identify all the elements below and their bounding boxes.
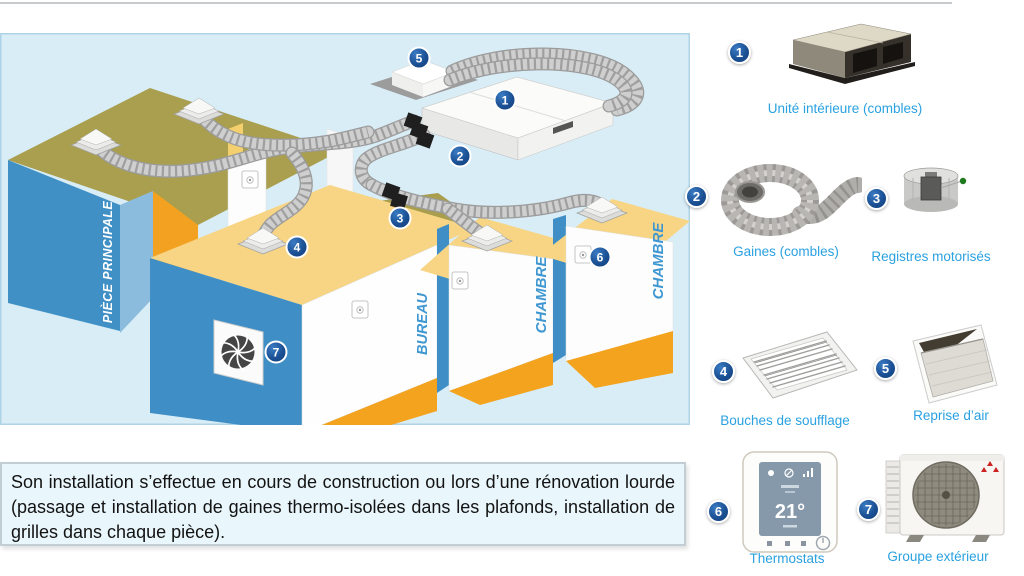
duct-to-vent-b <box>192 107 375 152</box>
duct-collars <box>381 112 435 210</box>
indoor-unit-icon <box>765 18 923 103</box>
legend-badge-6: 6 <box>707 500 730 523</box>
diagram-badge-5: 5 <box>407 46 431 70</box>
legend-label-7: Groupe extérieur <box>887 549 989 564</box>
thermostat-icon: 21° <box>737 448 843 563</box>
supply-grille-icon <box>735 326 865 415</box>
legend-label-1: Unité intérieure (combles) <box>767 101 923 116</box>
flexible-duct-icon <box>712 152 866 245</box>
room-chambre-1 <box>420 217 585 405</box>
legend-badge-7: 7 <box>857 498 880 521</box>
brand-logo-icon <box>981 461 999 472</box>
svg-text:2: 2 <box>457 150 464 164</box>
top-divider <box>0 2 952 4</box>
installation-diagram-svg: PIÈCE PRINCIPALE BUREAU CHAMBRE CHAMBRE … <box>0 33 690 434</box>
wall-thermostat <box>241 170 259 189</box>
legend-label-4: Bouches de soufflage <box>720 413 850 428</box>
svg-text:6: 6 <box>597 251 604 265</box>
legend-badge-1: 1 <box>728 41 751 64</box>
svg-text:3: 3 <box>397 212 404 226</box>
room-label-bureau: BUREAU <box>415 292 431 355</box>
wall-thermostat <box>451 271 469 290</box>
installation-diagram: PIÈCE PRINCIPALE BUREAU CHAMBRE CHAMBRE … <box>0 33 690 434</box>
duct-feed-branch <box>354 128 431 192</box>
legend-badge-2: 2 <box>685 185 708 208</box>
svg-text:1: 1 <box>502 94 509 108</box>
diagram-badge-6: 6 <box>588 245 612 269</box>
indoor-unit-box <box>420 76 615 161</box>
svg-text:7: 7 <box>273 346 280 360</box>
room-label-piece-principale: PIÈCE PRINCIPALE <box>100 201 115 323</box>
svg-text:4: 4 <box>294 241 301 255</box>
diagram-badge-1: 1 <box>493 88 517 112</box>
diagram-badge-4: 4 <box>285 235 309 259</box>
legend-badge-4: 4 <box>712 360 735 383</box>
legend-badge-3: 3 <box>865 187 888 210</box>
caption-text: Son installation s’effectue en cours de … <box>11 472 675 542</box>
room-label-chambre-1: CHAMBRE <box>533 256 550 334</box>
legend-label-2: Gaines (combles) <box>733 244 839 259</box>
thermostat-temperature: 21° <box>775 501 805 523</box>
duct-loop-combles <box>443 47 645 117</box>
outdoor-unit-icon <box>880 443 1012 556</box>
legend-badge-5: 5 <box>874 357 897 380</box>
legend-label-5: Reprise d’air <box>913 408 989 423</box>
diagram-badge-3: 3 <box>388 206 412 230</box>
wall-thermostat <box>351 300 369 319</box>
room-label-chambre-2: CHAMBRE <box>650 222 667 300</box>
legend-label-3: Registres motorisés <box>871 249 991 264</box>
wall-thermostat <box>574 245 592 264</box>
motorized-damper-icon <box>897 162 967 231</box>
caption-box: Son installation s’effectue en cours de … <box>0 462 686 546</box>
svg-text:5: 5 <box>416 52 423 66</box>
diagram-badge-2: 2 <box>448 144 472 168</box>
return-grille-icon <box>901 319 1005 412</box>
flexible-ducts <box>89 47 645 245</box>
legend-label-6: Thermostats <box>749 551 825 566</box>
diagram-badge-7: 7 <box>264 340 288 364</box>
outdoor-unit-wall-fan <box>213 319 264 386</box>
